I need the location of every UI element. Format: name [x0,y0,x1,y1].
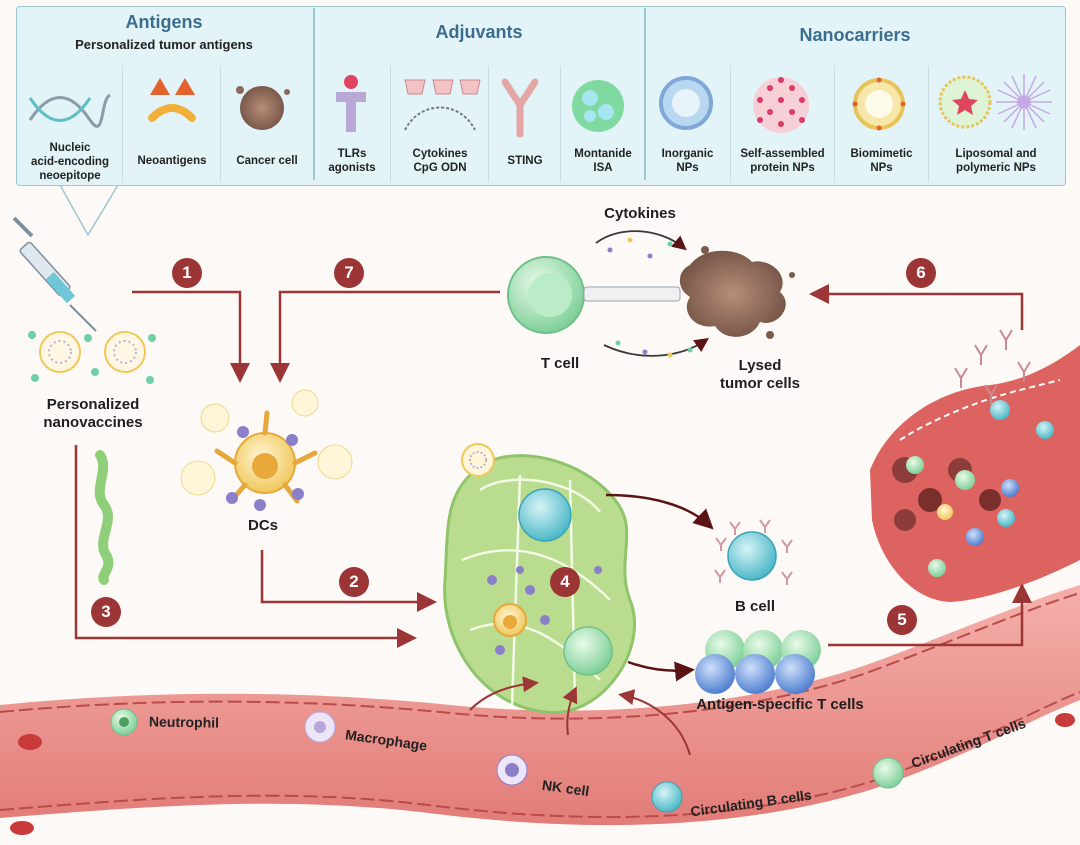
green-strand [94,450,114,585]
nanovaccines-label: Personalized nanovaccines [43,396,143,431]
b-cell [714,519,793,585]
nanovaccine-particles [28,331,156,384]
lysed-tumor-cells [679,246,795,339]
cytokines-label: Cytokines [604,205,676,222]
sting-label: STING [507,155,543,167]
step-5-badge: 5 [887,605,917,635]
circulating-b-cell [651,781,683,813]
nk-cell [496,754,528,786]
montanide-label: Montanide ISA [574,148,632,174]
step-7-badge: 7 [334,258,364,288]
neutrophil-label: Neutrophil [148,713,220,731]
antigens-title: Antigens [125,12,203,32]
macrophage-cell [304,711,336,743]
step-2-badge: 2 [339,567,369,597]
t-cell-receptor [583,286,681,302]
biomimetic-np-label: Biomimetic NPs [850,148,913,174]
adjuvants-title: Adjuvants [435,22,523,42]
tlrs-label: TLRs agonists [328,148,376,174]
step-6-badge: 6 [906,258,936,288]
inorganic-np-label: Inorganic NPs [661,148,714,174]
step-3-badge: 3 [91,597,121,627]
b-cell-label: B cell [734,598,776,615]
syringe-icon [12,216,97,332]
lymph-node [443,454,636,715]
protein-np-label: Self-assembled protein NPs [740,148,825,174]
step-1-badge: 1 [172,258,202,288]
cytokines-cpg-label: Cytokines CpG ODN [412,148,468,174]
nucleic-acid-label: Nucleic acid-encoding neoepitope [31,142,109,182]
antigen-specific-t-cells [695,630,821,694]
antigens-subtitle: Personalized tumor antigens [75,37,253,52]
blood-vessel [0,585,1080,826]
tumor-vessel [870,345,1080,602]
panel-divider [644,8,646,180]
panel-divider [313,8,315,180]
cytokine-dots [607,237,693,358]
nanocarriers-title: Nanocarriers [799,25,911,45]
liposomal-np-label: Liposomal and polymeric NPs [955,148,1037,174]
tumor-cells-cluster [892,400,1054,577]
cancer-cell-label: Cancer cell [236,155,298,167]
neutrophil-cell [110,708,138,736]
step-4-badge: 4 [550,567,580,597]
antibodies [954,329,1031,405]
circulating-t-cell [872,757,904,789]
pathway-arrows [74,284,1032,648]
antigen-t-cells-label: Antigen-specific T cells [696,696,864,713]
t-cell-label: T cell [540,355,580,372]
dc-cluster [180,389,353,511]
neoantigens-label: Neoantigens [137,155,207,167]
lysed-tumor-label: Lysed tumor cells [719,357,801,392]
lymph-output-arrows [605,493,714,682]
dcs-label: DCs [247,517,278,534]
lymph-inflow-arrows [469,676,691,756]
